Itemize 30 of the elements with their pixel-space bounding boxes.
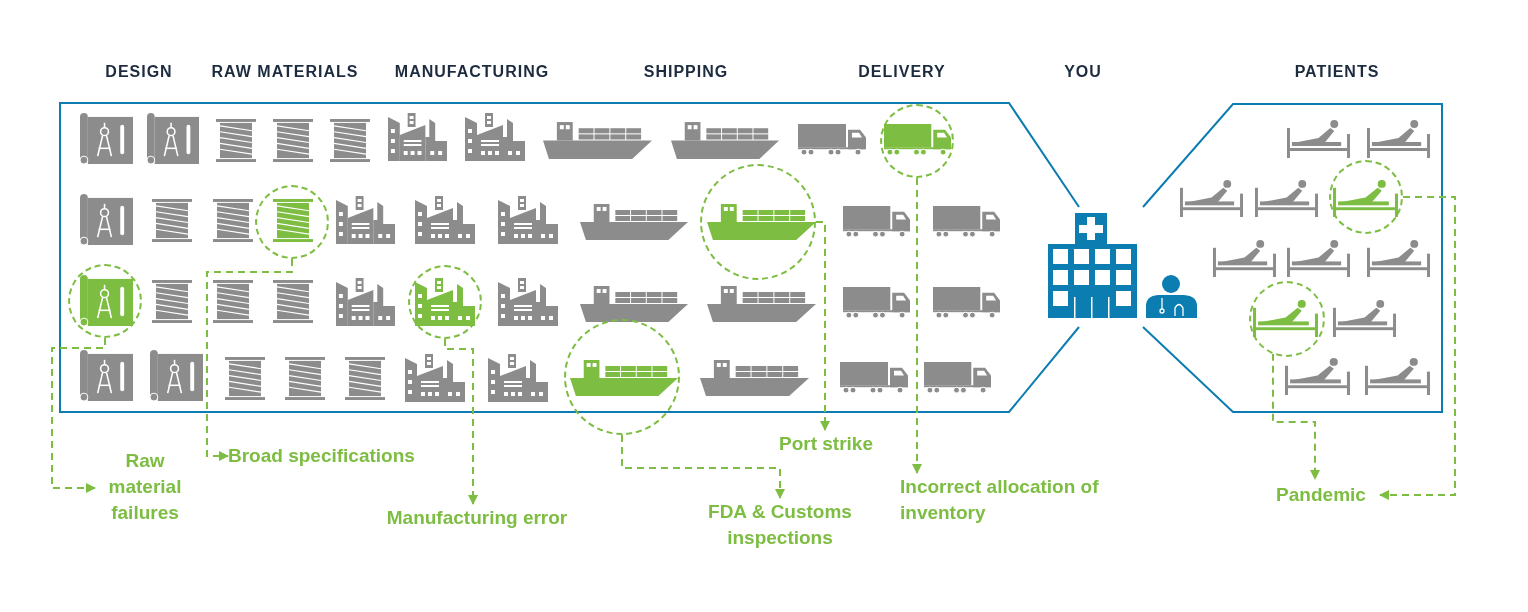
leader-line [1379,196,1456,500]
leader-line [206,258,293,461]
leader-line [51,337,106,493]
column-heading: DESIGN [105,63,173,81]
callout-text: Broad specifications [228,442,456,470]
highlight-circle [1329,160,1403,234]
highlight-circle [255,185,329,259]
highlight-circle [1249,281,1325,357]
highlight-circle [564,319,680,435]
column-heading: MANUFACTURING [394,63,550,81]
callout-text: Port strike [765,430,887,458]
callout-text: Pandemic [1262,479,1380,511]
callout-text: Raw material failures [95,447,195,527]
leader-line [444,338,478,505]
leader-line [1271,353,1320,480]
highlight-circle [68,264,142,338]
callout-text: Manufacturing error [362,504,592,532]
highlight-circle [408,265,482,339]
leader-line [912,177,922,474]
leader-line [621,434,785,499]
column-heading: YOU [1064,63,1102,81]
callout-text: FDA & Customs inspections [690,498,870,552]
callout-text: Incorrect allocation of inventory [900,473,1105,527]
leader-line [815,221,830,431]
highlight-circle [880,104,954,178]
column-heading: DELIVERY [858,63,946,81]
highlight-circle [700,164,816,280]
column-heading: SHIPPING [643,63,729,81]
column-heading: RAW MATERIALS [211,63,359,81]
column-heading: PATIENTS [1294,63,1380,81]
